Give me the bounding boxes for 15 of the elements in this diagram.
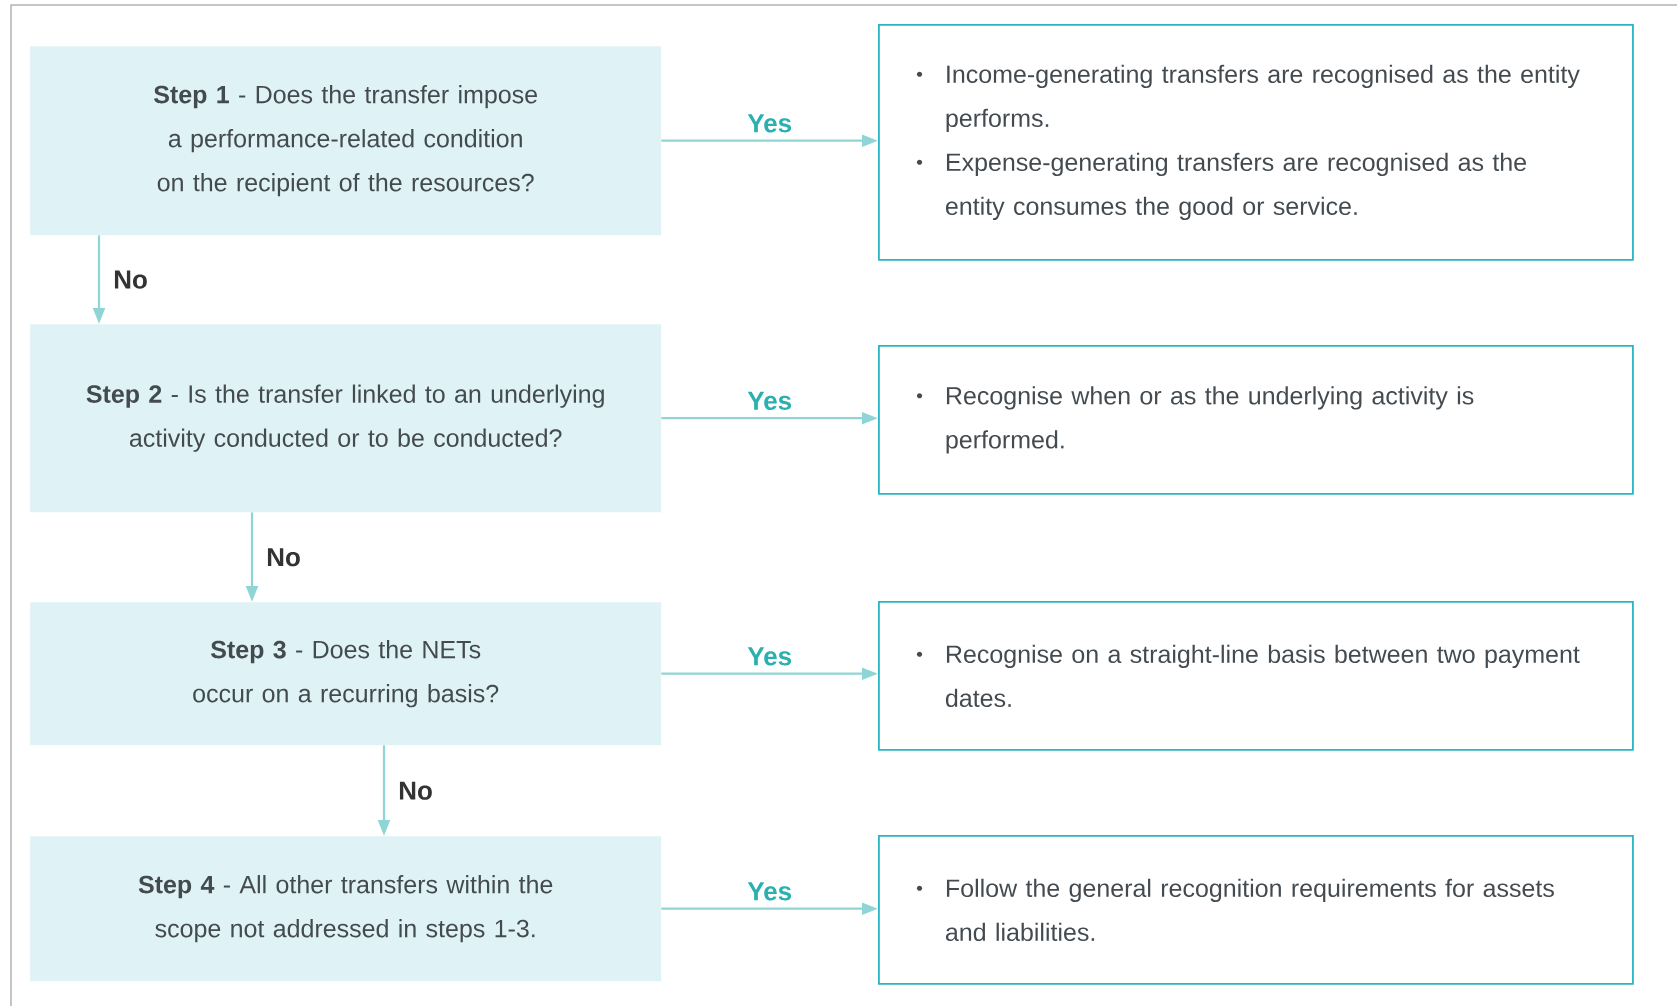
edge-label: No: [114, 270, 147, 289]
step-box: Step 1 - Does the transfer impose a performance-related condition on the recipient of the resources?: [30, 46, 662, 236]
step-box: Step 3 - Does the NETs occur on a recurring basis?: [30, 602, 662, 746]
result-box: Recognise when or as the underlying activity is performed.: [878, 345, 1634, 495]
edge-label: Yes: [747, 882, 792, 901]
edge-label: Yes: [747, 391, 792, 410]
result-box: Follow the general recognition requirements for assets and liabilities.: [878, 835, 1634, 985]
edge-label: Yes: [747, 647, 792, 666]
edge-label: No: [399, 781, 432, 800]
result-box: Income-generating transfers are recognised as the entity performs. Expense-generating transfers are recognised as the entity consumes the good or service.: [878, 24, 1634, 261]
step-box: Step 4 - All other transfers within the scope not addressed in steps 1-3.: [30, 836, 662, 982]
edge-label: Yes: [747, 114, 792, 133]
edge-label: No: [267, 548, 300, 567]
result-box: Recognise on a straight-line basis between two payment dates.: [878, 601, 1634, 751]
step-box: Step 2 - Is the transfer linked to an underlying activity conducted or to be conducted?: [30, 324, 662, 513]
